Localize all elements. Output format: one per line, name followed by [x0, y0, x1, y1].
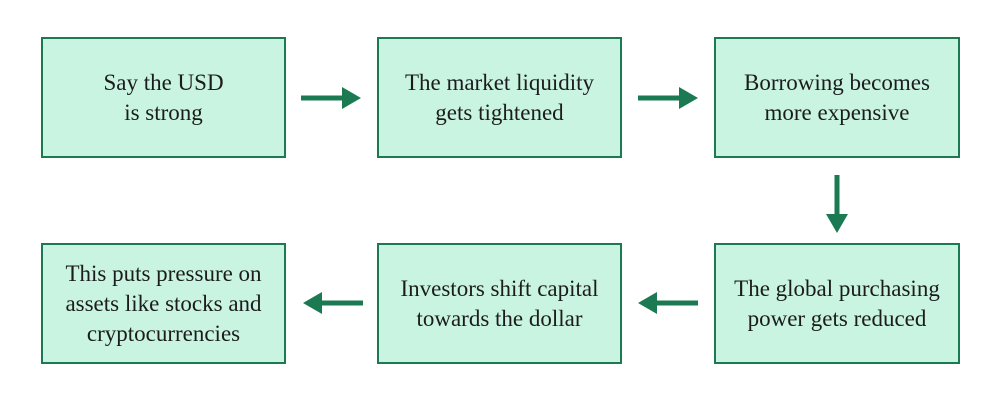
step-text-4: The global purchasing power gets reduced	[734, 275, 940, 331]
step-text-5: Investors shift capital towards the doll…	[400, 275, 599, 331]
arrow-down-icon	[826, 175, 848, 233]
step-text-3: Borrowing becomes more expensive	[744, 69, 930, 125]
step-box-1: Say the USD is strong	[41, 37, 286, 158]
step-text-2: The market liquidity gets tightened	[404, 69, 595, 125]
step-box-3: Borrowing becomes more expensive	[714, 37, 960, 158]
step-box-2: The market liquidity gets tightened	[377, 37, 622, 158]
step-box-6: This puts pressure on assets like stocks…	[41, 243, 286, 364]
step-box-4: The global purchasing power gets reduced	[714, 243, 960, 364]
arrow-left-icon	[303, 292, 363, 314]
arrow-right-icon	[301, 87, 361, 109]
step-text-6: This puts pressure on assets like stocks…	[65, 260, 262, 346]
arrow-left-icon	[638, 292, 698, 314]
step-text-1: Say the USD is strong	[103, 69, 224, 125]
step-box-5: Investors shift capital towards the doll…	[377, 243, 622, 364]
arrow-right-icon	[638, 87, 698, 109]
